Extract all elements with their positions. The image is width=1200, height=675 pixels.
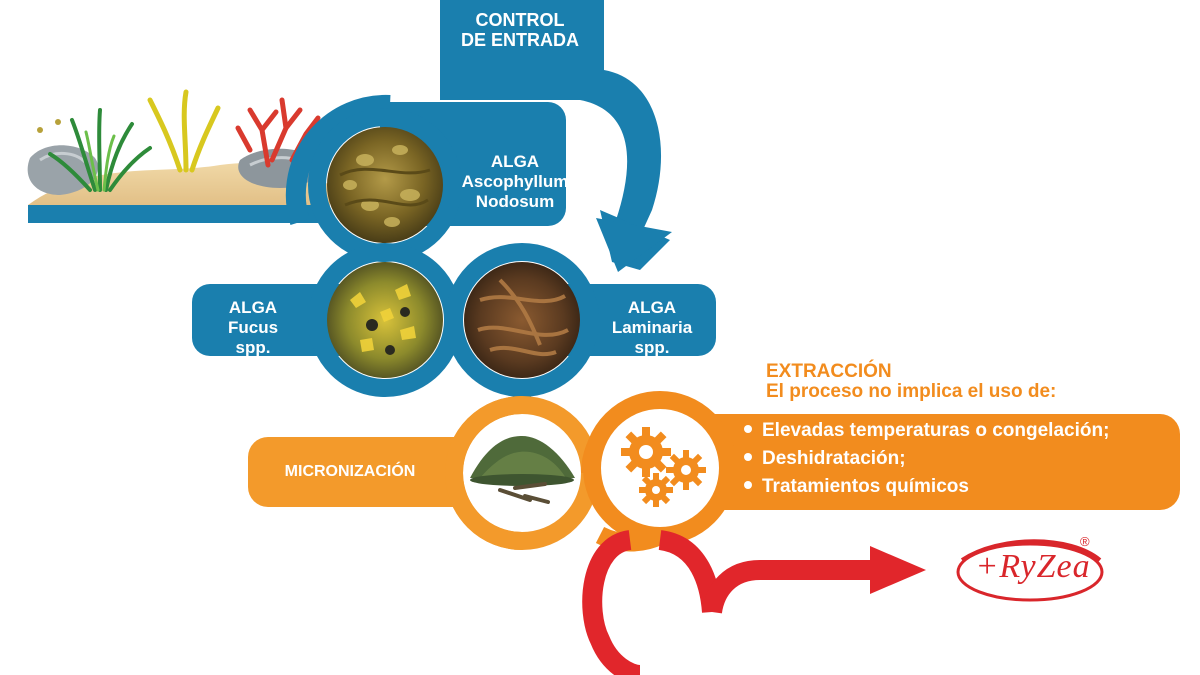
fucus-label-line: spp. <box>235 338 271 357</box>
micronizacion-label: MICRONIZACIÓN <box>284 463 416 480</box>
laminaria-label-line: Laminaria <box>611 318 693 337</box>
bullet-icon <box>744 424 752 433</box>
fucus-label-line: ALGA <box>228 298 278 317</box>
extraccion-item: Elevadas temperaturas o congelación; <box>744 420 1109 442</box>
red-arrow-head <box>870 546 926 594</box>
fucus-label: ALGA Fucus spp. <box>198 298 308 358</box>
fucus-photo <box>327 262 443 378</box>
ascophyllum-label-line: Ascophyllum <box>461 172 569 191</box>
control-label: CONTROL DE ENTRADA <box>440 10 600 50</box>
logo-text: +RyZea <box>975 548 1091 585</box>
red-flow-path <box>582 530 926 675</box>
ascophyllum-photo <box>327 127 443 243</box>
powder-photo <box>464 415 580 531</box>
ascophyllum-label-line: Nodosum <box>475 192 555 211</box>
laminaria-photo <box>464 262 580 378</box>
ascophyllum-label: ALGA Ascophyllum Nodosum <box>450 152 580 212</box>
bullet-icon <box>744 452 752 461</box>
laminaria-label-line: spp. <box>634 338 670 357</box>
laminaria-label: ALGA Laminaria spp. <box>592 298 712 358</box>
extraccion-item-text: Deshidratación; <box>762 448 906 469</box>
bullet-icon <box>744 480 752 489</box>
control-arrow <box>440 0 672 272</box>
seabed-illustration <box>27 89 330 222</box>
extraccion-title: EXTRACCIÓN <box>766 361 892 382</box>
extraccion-item: Deshidratación; <box>744 448 906 470</box>
extraccion-subtitle: El proceso no implica el uso de: <box>766 381 1057 402</box>
gears-icon <box>621 427 706 507</box>
fucus-label-line: Fucus <box>227 318 279 337</box>
ascophyllum-label-line: ALGA <box>490 152 540 171</box>
laminaria-label-line: ALGA <box>627 298 677 317</box>
extraccion-item-text: Tratamientos químicos <box>762 476 969 497</box>
logo-registered-mark: ® <box>1080 534 1090 549</box>
ryzea-logo <box>956 539 1104 602</box>
control-label-line: DE ENTRADA <box>460 30 579 50</box>
extraccion-item: Tratamientos químicos <box>744 476 969 498</box>
extraccion-item-text: Elevadas temperaturas o congelación; <box>762 420 1110 441</box>
control-label-line: CONTROL <box>475 10 565 30</box>
